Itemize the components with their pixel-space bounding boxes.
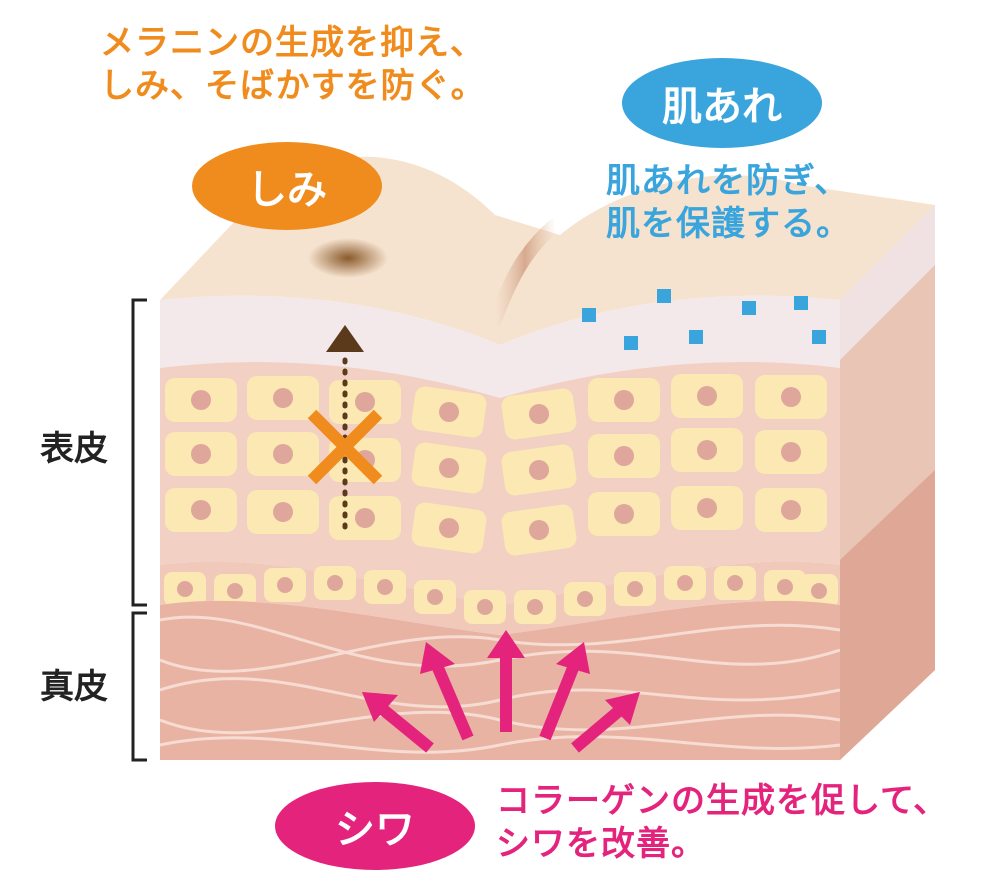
hadaare-description: 肌あれを防ぎ、 肌を保護する。 [606, 160, 851, 245]
cell-row-3 [165, 486, 827, 556]
hadaare-badge-label: 肌あれ [662, 84, 782, 130]
moisture-particles [582, 289, 826, 350]
hadaare-description-line2: 肌を保護する。 [606, 203, 851, 244]
block-right-face-dermis [840, 470, 935, 760]
dermis-label: 真皮 [40, 667, 108, 707]
shimi-description-line2: しみ、そばかすを防ぐ。 [100, 65, 486, 106]
shiwa-badge-label: シワ [335, 807, 415, 853]
dark-spot [308, 238, 388, 278]
shimi-badge: しみ [192, 142, 382, 230]
shimi-description: メラニンの生成を抑え、 しみ、そばかすを防ぐ。 [100, 22, 486, 107]
cell-row-1 [165, 374, 827, 440]
cell-row-2 [165, 428, 827, 496]
epidermis-cells [165, 374, 827, 556]
shiwa-badge: シワ [275, 782, 475, 870]
block-x-icon [307, 409, 383, 485]
shimi-description-line1: メラニンの生成を抑え、 [100, 23, 485, 63]
melanin-arrow [326, 325, 364, 533]
epidermis-bracket [131, 298, 147, 607]
shiwa-description: コラーゲンの生成を促して、 シワを改善。 [496, 780, 948, 865]
stratum-corneum [160, 295, 840, 398]
hadaare-badge: 肌あれ [622, 58, 822, 148]
shimi-badge-label: しみ [247, 167, 327, 213]
dermis-bracket [131, 611, 147, 762]
shiwa-description-line1: コラーゲンの生成を促して、 [496, 781, 949, 821]
surface-wrinkle [488, 218, 562, 327]
epidermis-label: 表皮 [40, 429, 108, 469]
shiwa-description-line2: シワを改善。 [496, 823, 706, 864]
epidermis-layer [160, 361, 840, 605]
basal-cells [164, 566, 838, 624]
hadaare-description-line1: 肌あれを防ぎ、 [606, 161, 850, 201]
collagen-arrows [362, 630, 640, 753]
